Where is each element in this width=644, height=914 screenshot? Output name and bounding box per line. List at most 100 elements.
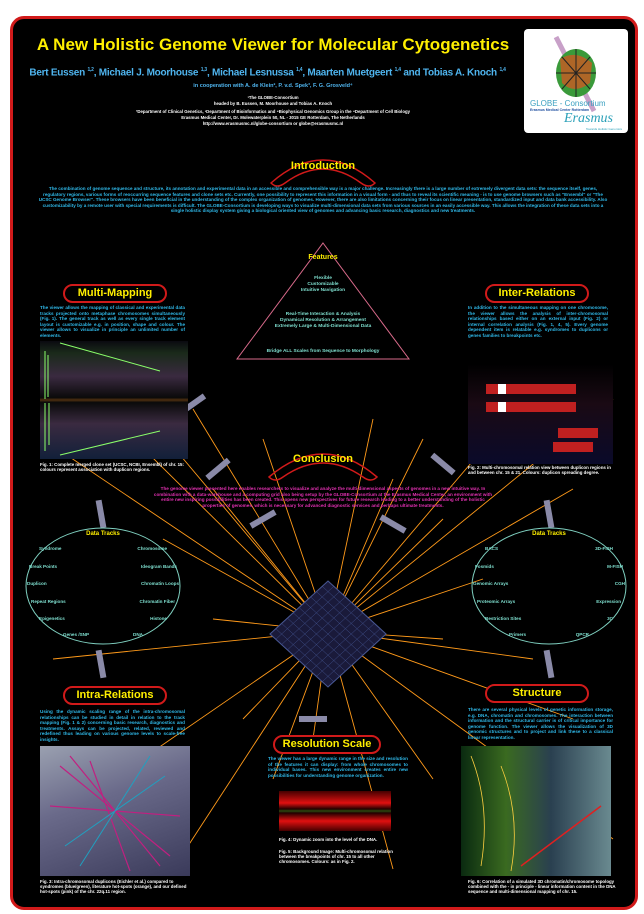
data-track-item: Chromosome <box>137 546 167 551</box>
author-affiliation-index: 1,2 <box>87 67 94 73</box>
author-name: Michael Lesnussa <box>212 67 297 79</box>
globe-consortium-logo: GLOBE - Consortium Erasmus Medical Cente… <box>524 29 628 133</box>
author-separator: , <box>93 67 99 79</box>
chromosome-segment <box>249 509 277 529</box>
figure-4-caption: Fig. 4: Dynamic zoom into the level of t… <box>279 837 378 842</box>
feature-item: Real-Time Interaction & Analysis <box>285 312 361 317</box>
figure-3-image <box>40 746 190 876</box>
chromosome-segment <box>299 716 327 722</box>
author-separator: , <box>206 67 213 79</box>
poster-title: A New Holistic Genome Viewer for Molecul… <box>36 35 510 54</box>
cooperation-line: in cooperation with A. de Klein², P. v.d… <box>193 83 353 89</box>
grid-line <box>316 623 375 677</box>
data-track-item: Epigenetics <box>39 616 65 621</box>
poster: A New Holistic Genome Viewer for Molecul… <box>10 16 638 910</box>
author-name: Maarten Muetgeert <box>307 67 395 79</box>
figure-6-image <box>461 746 611 876</box>
grid-line <box>310 617 369 672</box>
author-name: Bert Eussen <box>29 67 88 79</box>
data-track-item: Histone <box>150 616 167 621</box>
feature-item: Customizable <box>307 282 339 287</box>
grid-line <box>322 586 381 640</box>
data-track-item: Break Points <box>29 564 58 569</box>
contact-link[interactable]: http://www.erasmusmc.nl/globe-consortium… <box>202 121 344 126</box>
author-separator: and <box>400 67 423 79</box>
data-track-item: 3D-FISH <box>595 546 613 551</box>
chromosome-segment <box>543 499 555 529</box>
features-triangle <box>236 242 410 360</box>
author-name: Tobias A. Knoch <box>422 67 500 79</box>
figure-3-caption: Fig. 3: Intra-chromosomal duplicons (Eic… <box>40 879 187 895</box>
data-tracks-left-heading: Data Tracks <box>86 531 120 537</box>
data-track-item: Ideogram Bands <box>141 564 177 569</box>
data-track-item: Expression <box>596 599 621 604</box>
resolution-scale-text: The viewer has a large dynamic range in … <box>268 756 408 778</box>
inter-relations-text: In addition to the simultaneous mapping … <box>468 305 608 338</box>
logo-subtext: Erasmus Medical Center Rotterdam <box>530 108 590 112</box>
data-track-item: DNA <box>133 632 143 637</box>
author-separator: , <box>302 67 308 79</box>
affiliation-line: headed by B. Eussen, M. Moorhouse and To… <box>213 101 333 106</box>
author-affiliation-index: 1,4 <box>394 67 401 73</box>
conclusion-heading: Conclusion <box>293 453 353 465</box>
grid-line <box>298 607 358 661</box>
figure-4-image <box>279 791 391 831</box>
figure-1-image <box>40 341 188 459</box>
features-group-2: Real-Time Interaction & Analysis Dynamic… <box>253 312 393 330</box>
data-track-item: M-FISH <box>607 564 623 569</box>
structure-text: There are several physical levels of gen… <box>468 707 613 740</box>
multi-mapping-text: The viewer allows the mapping of classic… <box>40 305 185 338</box>
relation-line <box>172 630 329 870</box>
feature-item: Extremely Large & Multi-Dimensional Data <box>274 324 372 329</box>
data-tracks-right-ellipse <box>471 527 627 645</box>
conclusion-arc <box>267 453 379 481</box>
chromosome-segment <box>205 457 231 481</box>
data-track-item: QPCR <box>575 632 589 637</box>
feature-item: Intuitive Navigation <box>300 288 346 293</box>
intra-relations-heading: Intra-Relations <box>63 686 167 705</box>
author-affiliation-index: 1,4 <box>296 67 303 73</box>
relation-line <box>327 448 484 632</box>
relation-line <box>42 438 329 632</box>
figure-2-caption: Fig. 2: Multi-chromosomal relation view … <box>468 465 611 476</box>
data-track-item: Proteomic Arrays <box>477 599 516 604</box>
grid-line <box>327 633 387 688</box>
author-list: Bert Eussen 1,2, Michael J. Moorhouse 1,… <box>15 67 520 78</box>
inter-relations-heading: Inter-Relations <box>485 284 589 303</box>
affiliation-line: ¹The GLOBE-Consortium <box>247 95 299 100</box>
logo-brand: Erasmus <box>564 111 614 126</box>
affiliation-line: Erasmus Medical Center, Dr. Molewaterple… <box>181 115 365 120</box>
data-track-item: Duplicon <box>27 581 47 586</box>
affiliations: ¹The GLOBE-Consortium headed by B. Eusse… <box>23 95 523 127</box>
chromosome-segment <box>430 452 456 476</box>
grid-line <box>304 612 363 666</box>
data-tracks-left-ellipse <box>25 527 181 645</box>
figure-6-caption: Fig. 6: Correlation of a simulated 3D ch… <box>468 879 616 895</box>
resolution-scale-heading: Resolution Scale <box>273 735 381 754</box>
central-grid-image <box>269 580 387 688</box>
data-track-item: Genomic Arrays <box>473 581 509 586</box>
logo-text: GLOBE - Consortium <box>530 99 606 108</box>
chromosome-segment <box>95 649 107 679</box>
grid-line <box>304 602 363 656</box>
data-tracks-right-heading: Data Tracks <box>532 531 566 537</box>
data-track-item: Fosmids <box>475 564 494 569</box>
data-track-item: Syndrome <box>39 546 62 551</box>
introduction-text: The combination of genome sequence and s… <box>38 186 608 214</box>
feature-item: Dynamical Resolution & Arrangement <box>280 318 366 323</box>
data-track-item: Restriction Sites <box>485 616 522 621</box>
structure-heading: Structure <box>485 684 589 703</box>
figure-2-image <box>468 364 613 464</box>
data-track-item: Chromatin Loops <box>140 581 179 586</box>
data-track-item: Repeat Regions <box>31 599 66 604</box>
data-track-item: CGH <box>614 581 625 586</box>
globe-icon <box>553 35 597 113</box>
features-heading: Features <box>308 254 338 261</box>
feature-item: Flexible <box>314 276 332 281</box>
author-affiliation-index: 1,4 <box>499 67 506 73</box>
chromosome-segment <box>379 514 407 534</box>
features-base: Bridge ALL Scales from Sequence to Morph… <box>266 349 380 354</box>
grid-line <box>310 596 369 651</box>
